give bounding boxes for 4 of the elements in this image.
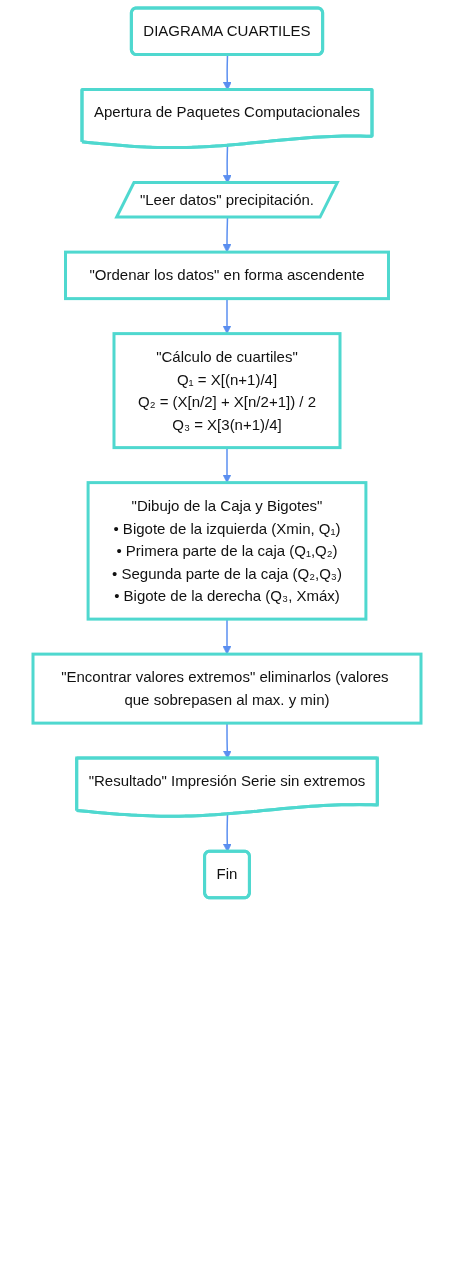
node-box: "Dibujo de la Caja y Bigotes" • Bigote de la izquierda (Xmin, Q₁) • Primera parte de la caja (Q₁,Q₂) • Segunda parte de la caja (Q₂,Q₃) • Bigote de la derecha (Q₃, Xmáx)	[86, 481, 368, 621]
node-box: "Cálculo de cuartiles" Q₁ = X[(n+1)/4] Q₂ = (X[n/2] + X[n/2+1]) / 2 Q₃ = X[3(n+1)/4]	[112, 332, 342, 450]
node-box: "Ordenar los datos" en forma ascendente	[64, 250, 390, 301]
node-box: "Encontrar valores extremos" eliminarlos (valores que sobrepasen al max. y min)	[31, 652, 423, 725]
